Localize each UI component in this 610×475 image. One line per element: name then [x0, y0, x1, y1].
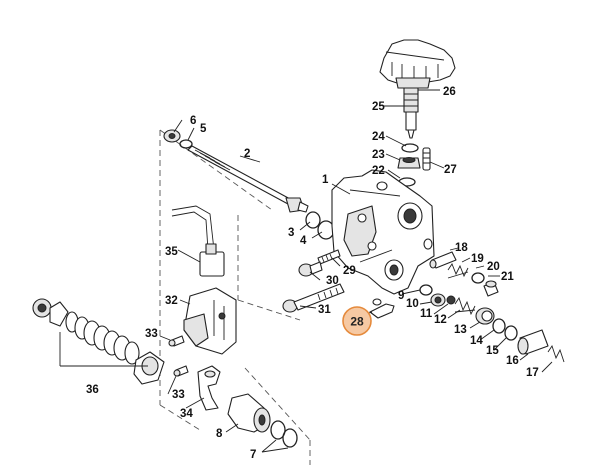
- label-20[interactable]: 20: [487, 261, 500, 273]
- label-34[interactable]: 34: [180, 408, 193, 420]
- part-18-screw[interactable]: [429, 251, 457, 269]
- part-20-oring[interactable]: [471, 272, 485, 284]
- label-18[interactable]: 18: [455, 242, 468, 254]
- label-26[interactable]: 26: [443, 86, 456, 98]
- part-35-connector[interactable]: [171, 205, 225, 277]
- label-28: 28: [350, 315, 364, 329]
- label-11[interactable]: 11: [420, 308, 433, 320]
- part-7-oring-b[interactable]: [282, 428, 298, 448]
- part-7-oring-a[interactable]: [270, 420, 286, 440]
- label-22[interactable]: 22: [372, 165, 385, 177]
- part-24-oring[interactable]: [401, 143, 419, 153]
- part-1-housing[interactable]: [331, 169, 435, 295]
- label-8[interactable]: 8: [216, 428, 223, 440]
- label-1[interactable]: 1: [322, 174, 329, 186]
- part-5-oring[interactable]: [179, 139, 193, 149]
- part-9-oring[interactable]: [419, 284, 433, 296]
- label-14[interactable]: 14: [470, 335, 483, 347]
- part-11-ball[interactable]: [446, 295, 456, 305]
- label-6[interactable]: 6: [190, 115, 196, 127]
- label-17[interactable]: 17: [526, 367, 539, 379]
- part-10-seat[interactable]: [430, 293, 446, 307]
- label-25[interactable]: 25: [372, 101, 385, 113]
- part-33-screw-lower[interactable]: [173, 365, 189, 377]
- label-21[interactable]: 21: [501, 271, 514, 283]
- label-10[interactable]: 10: [406, 298, 419, 310]
- part-19-spring[interactable]: [447, 263, 469, 279]
- label-23[interactable]: 23: [372, 149, 385, 161]
- label-31[interactable]: 31: [318, 304, 331, 316]
- part-17-spring[interactable]: [547, 344, 565, 363]
- label-35[interactable]: 35: [165, 246, 178, 258]
- part-2-rod[interactable]: [187, 145, 309, 213]
- part-25-spindle[interactable]: [403, 87, 419, 139]
- label-33-upper[interactable]: 33: [145, 328, 158, 340]
- part-15-oring[interactable]: [504, 325, 518, 341]
- assembly-frame-lines: [159, 129, 311, 465]
- label-15[interactable]: 15: [486, 345, 499, 357]
- label-9[interactable]: 9: [398, 290, 404, 302]
- part-13-plug[interactable]: [475, 307, 495, 325]
- label-7[interactable]: 7: [250, 449, 256, 461]
- part-29-screw[interactable]: [317, 249, 341, 265]
- part-6-washer[interactable]: [163, 129, 181, 143]
- highlight-callout-28[interactable]: 28: [342, 306, 372, 336]
- label-19[interactable]: 19: [471, 253, 484, 265]
- part-34-bracket[interactable]: [197, 365, 221, 411]
- part-32-switch-box[interactable]: [183, 287, 237, 355]
- label-3[interactable]: 3: [288, 227, 294, 239]
- part-8-fitting[interactable]: [227, 393, 271, 433]
- label-36[interactable]: 36: [86, 384, 99, 396]
- label-5[interactable]: 5: [200, 123, 207, 135]
- part-26-knob[interactable]: [379, 39, 456, 89]
- part-3-oring[interactable]: [305, 211, 321, 229]
- label-12[interactable]: 12: [434, 314, 447, 326]
- part-14-oring[interactable]: [492, 318, 506, 334]
- part-31-bolt[interactable]: [282, 283, 345, 313]
- part-12-spring[interactable]: [454, 296, 476, 316]
- part-21-cap[interactable]: [483, 280, 499, 297]
- label-2[interactable]: 2: [244, 148, 250, 160]
- label-29[interactable]: 29: [343, 265, 356, 277]
- label-24[interactable]: 24: [372, 131, 385, 143]
- label-16[interactable]: 16: [506, 355, 519, 367]
- highlight-circle: [342, 306, 372, 336]
- leader-lines: [59, 89, 553, 453]
- part-36-bellows-group[interactable]: [32, 298, 165, 385]
- label-30[interactable]: 30: [326, 275, 339, 287]
- part-23-nut[interactable]: [397, 157, 421, 169]
- label-27[interactable]: 27: [444, 164, 457, 176]
- label-4[interactable]: 4: [300, 235, 307, 247]
- label-33-lower[interactable]: 33: [172, 389, 185, 401]
- part-labels: 1 2 3 4 5 6 7 8 9 10 11 12 13 14 15 16 1…: [86, 86, 539, 461]
- label-13[interactable]: 13: [454, 324, 467, 336]
- part-27-pin[interactable]: [422, 147, 431, 171]
- part-30-bolt[interactable]: [298, 261, 323, 277]
- part-28-clip[interactable]: [369, 298, 395, 319]
- part-33-screw-upper[interactable]: [168, 335, 185, 347]
- label-32[interactable]: 32: [165, 295, 178, 307]
- part-16-fitting[interactable]: [517, 329, 549, 355]
